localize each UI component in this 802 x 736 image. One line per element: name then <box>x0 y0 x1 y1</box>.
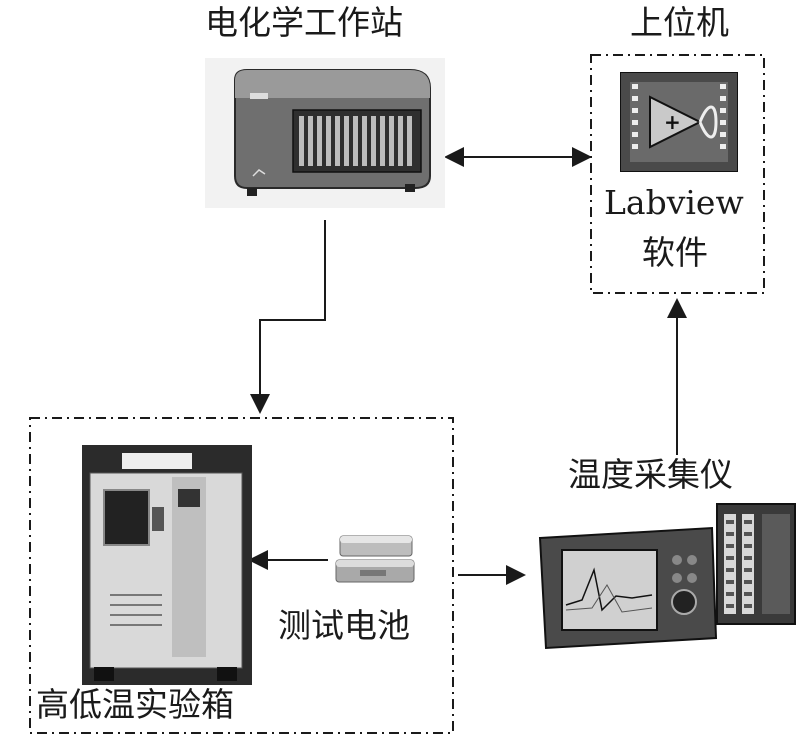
collector-label: 温度采集仪 <box>568 455 733 494</box>
workstation-device-icon <box>205 58 445 208</box>
chamber-label: 高低温实验箱 <box>36 685 234 724</box>
arrow-workstation-chamber <box>250 220 326 414</box>
host-box <box>590 54 765 294</box>
battery-label: 测试电池 <box>278 606 410 645</box>
battery-icon <box>335 535 415 583</box>
labview-software-label: 软件 <box>642 233 708 272</box>
collector-device-icon <box>538 503 796 650</box>
host-label: 上位机 <box>630 3 729 42</box>
workstation-label: 电化学工作站 <box>205 3 403 42</box>
chamber-device-icon <box>82 445 252 685</box>
chamber-box <box>29 417 454 734</box>
labview-label: Labview <box>604 183 744 222</box>
svg-text:+: + <box>664 110 681 134</box>
labview-icon: + <box>620 72 738 172</box>
